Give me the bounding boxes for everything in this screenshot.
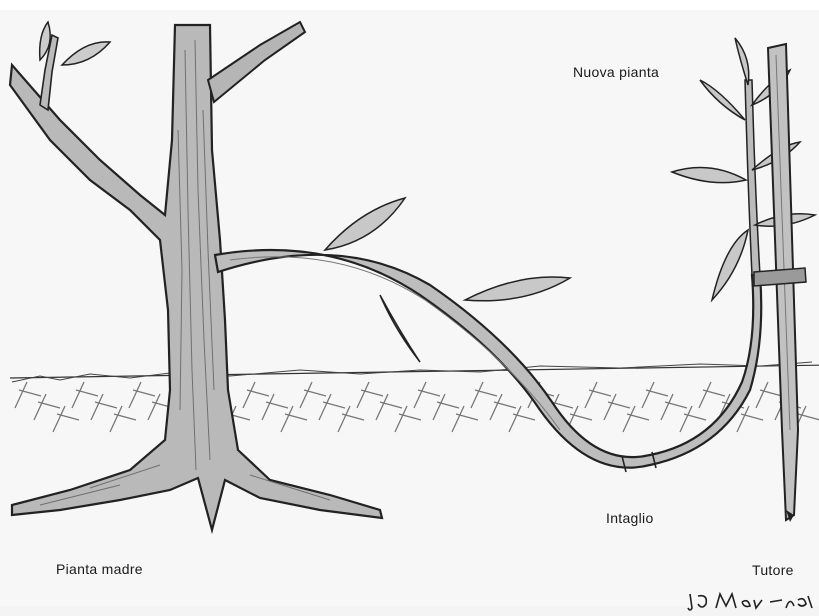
label-cut: Intaglio bbox=[606, 510, 654, 526]
label-mother-plant: Pianta madre bbox=[56, 561, 143, 577]
label-new-plant: Nuova pianta bbox=[573, 64, 659, 80]
artist-signature bbox=[686, 588, 814, 614]
upper-right-branch bbox=[208, 22, 305, 102]
mother-tree bbox=[10, 22, 382, 530]
stake bbox=[754, 44, 806, 522]
ground-hatching bbox=[10, 362, 819, 432]
layered-branch bbox=[215, 198, 761, 472]
label-stake: Tutore bbox=[752, 562, 794, 578]
layering-illustration bbox=[0, 10, 819, 616]
